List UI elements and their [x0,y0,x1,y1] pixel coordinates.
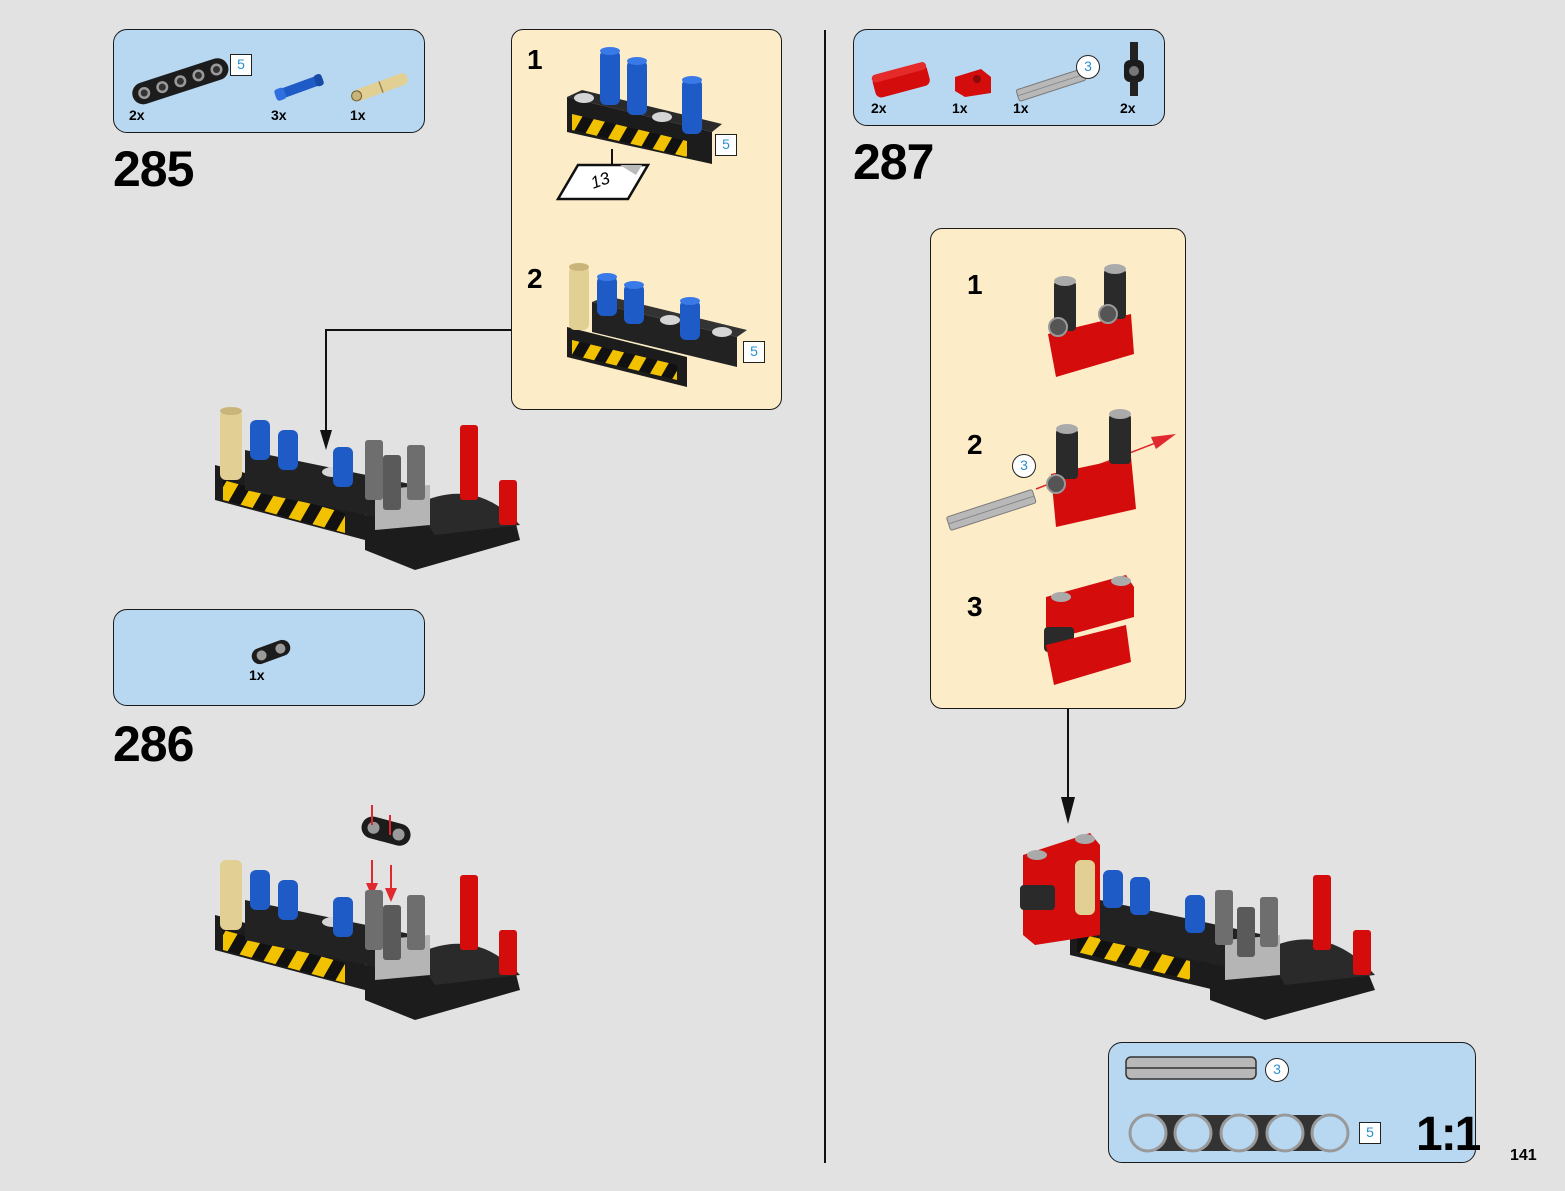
substep-box-287: 1 2 3 3 [930,228,1186,709]
parts-list-287: 2x 1x 3 1x 2x [853,29,1165,126]
length-indicator: 5 [1359,1122,1381,1144]
part-qty: 1x [350,107,366,123]
page-divider [824,30,826,1163]
substep-number: 1 [967,269,983,300]
step-number: 286 [113,716,194,772]
red-liftarm-3-part [871,62,930,98]
substep-1-model [567,47,722,167]
part-qty: 1x [1013,100,1029,116]
substep-number: 2 [527,263,543,294]
page-number: 141 [1510,1147,1537,1164]
black-liftarm-5-part [132,58,229,105]
length-indicator: 5 [715,134,737,156]
assembly-arrow [320,329,511,450]
substep-3-model [1044,575,1134,685]
length-indicator: 3 [1076,55,1100,79]
part-qty: 1x [249,667,265,683]
parts-list-286: 1x [113,609,425,706]
length-indicator: 5 [230,54,252,76]
scale-reference-box: 3 5 1:1 [1108,1042,1481,1163]
step-number: 285 [113,141,194,197]
substep-number: 1 [527,44,543,75]
length-indicator: 3 [1265,1058,1289,1082]
substep-number: 2 [967,429,983,460]
scale-ratio: 1:1 [1416,1108,1481,1161]
substep-1-model [1048,264,1134,377]
sticker-icon [555,163,651,201]
blue-axle-pin-part [274,73,324,101]
step-number: 287 [853,134,934,190]
part-qty: 2x [1120,100,1136,116]
assembly-arrow [1061,709,1075,824]
tan-long-pin-part [351,73,408,102]
part-qty: 3x [271,107,287,123]
substep-number: 3 [967,591,983,622]
substep-2-model [946,409,1176,531]
black-pin-connector-part [1124,42,1144,96]
step-287-model [1020,833,1375,1020]
substep-box-285: 1 5 13 2 5 [511,29,782,410]
parts-list-285: 5 2x 3x 1x [113,29,425,133]
step-286-model [215,805,520,1020]
axle-3-scale [1125,1056,1257,1080]
length-indicator: 5 [743,341,765,363]
part-qty: 2x [871,100,887,116]
substep-2-model [567,263,747,387]
beam-5-scale [1128,1113,1350,1153]
part-qty: 1x [952,100,968,116]
part-qty: 2x [129,107,145,123]
step-285-model [215,407,520,570]
black-liftarm-2-part [251,639,291,665]
red-connector-part [955,69,991,97]
length-indicator: 3 [1012,454,1036,478]
